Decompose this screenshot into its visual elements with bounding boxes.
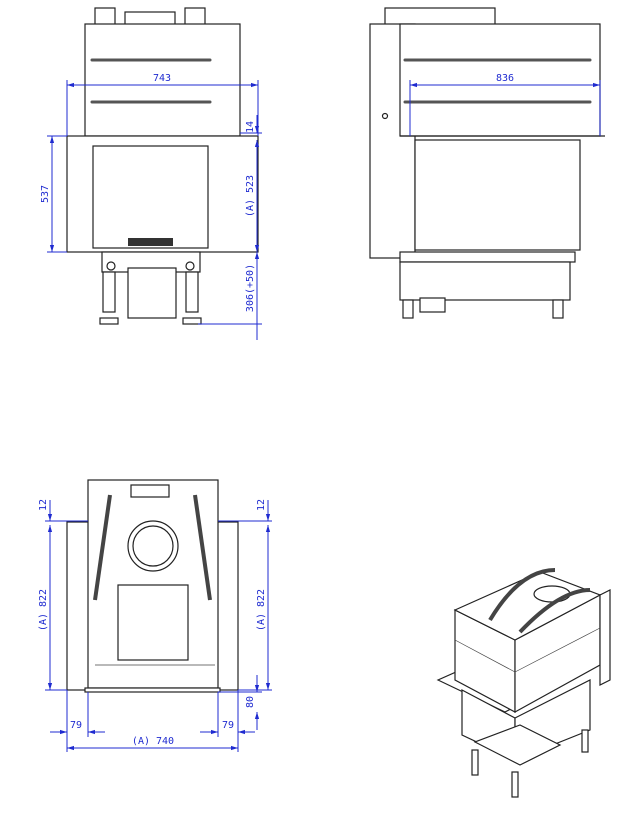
glass-door [92, 145, 209, 249]
top-view [66, 479, 239, 693]
front-view [66, 7, 259, 325]
grate [128, 238, 173, 246]
leg-left [102, 271, 116, 313]
dim-79-right: 79 [222, 720, 234, 731]
top-dimensions: 12 (A) 822 12 (A) 822 80 79 79 (A) 740 [38, 499, 272, 752]
dim-a-523: (A) 523 [245, 175, 256, 217]
dim-836: 836 [496, 73, 514, 84]
dim-a-740: (A) 740 [132, 736, 174, 747]
dim-743: 743 [153, 73, 171, 84]
dim-a-822-left: (A) 822 [38, 589, 49, 631]
flue-outlet [127, 520, 179, 572]
dim-14: 14 [245, 121, 256, 133]
base [399, 261, 571, 301]
side-dimensions: 836 [409, 73, 601, 136]
dim-537: 537 [40, 185, 51, 203]
dim-12-left: 12 [38, 499, 49, 511]
convection-box [84, 23, 241, 137]
side-view [369, 7, 605, 319]
dim-a-822-right: (A) 822 [256, 589, 267, 631]
leg-right [185, 271, 199, 313]
ash-box [127, 267, 177, 319]
dim-306-50: 306(+50) [245, 264, 256, 312]
handle-bar [384, 7, 496, 27]
dim-79-left: 79 [70, 720, 82, 731]
front-dimensions: 743 537 14 (A) 523 306(+50) [40, 73, 262, 340]
flue-collar [533, 585, 571, 603]
glass-side [414, 139, 581, 251]
handle-right [184, 7, 206, 27]
convection-box [399, 23, 601, 137]
dim-80: 80 [245, 696, 256, 708]
dim-12-right: 12 [256, 499, 267, 511]
isometric-view [436, 568, 611, 798]
handle-left [94, 7, 116, 27]
